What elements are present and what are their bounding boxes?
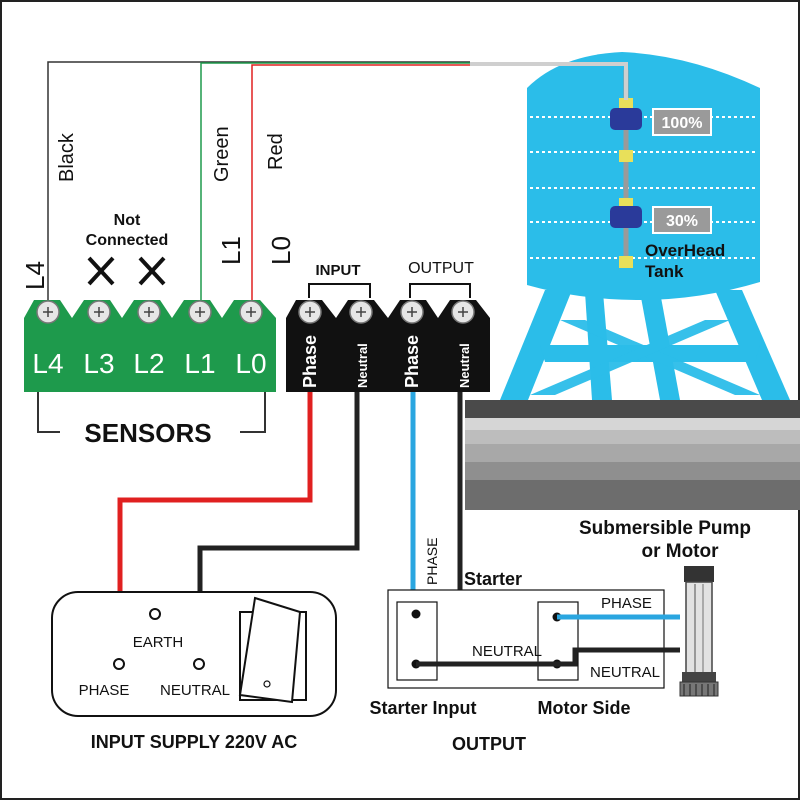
motor-neutral-label: NEUTRAL bbox=[590, 664, 660, 681]
ground-strip bbox=[465, 400, 800, 510]
green-terminal-label: L1 bbox=[184, 348, 215, 379]
phase-wire-red bbox=[117, 392, 313, 660]
green-terminal-block: L4 L3 L2 L1 L0 bbox=[24, 300, 276, 392]
black-wire-label: Black bbox=[56, 132, 78, 182]
motor-side-caption: Motor Side bbox=[538, 698, 631, 718]
starter-input-caption: Starter Input bbox=[369, 698, 476, 718]
pump-label-line2: or Motor bbox=[641, 541, 719, 562]
sensor-l4-label: L4 bbox=[20, 261, 50, 290]
green-terminal-screw-icon bbox=[36, 300, 60, 324]
black-terminal-screw-icon bbox=[451, 300, 475, 324]
sensor-l0-label: L0 bbox=[266, 236, 296, 265]
black-terminal-screw-icon bbox=[400, 300, 424, 324]
submersible-pump-icon bbox=[679, 566, 719, 697]
level-badge-100 bbox=[652, 108, 712, 136]
green-terminal-screw-icon bbox=[137, 300, 161, 324]
green-terminal-screw-icon bbox=[87, 300, 111, 324]
earth-label: EARTH bbox=[133, 634, 184, 651]
not-connected-line1: Not bbox=[114, 212, 141, 229]
bundle-to-tank bbox=[470, 62, 628, 100]
overhead-tank: 100% 30% OverHead Tank bbox=[500, 52, 790, 400]
red-wire-label: Red bbox=[265, 133, 287, 170]
input-label: INPUT bbox=[316, 262, 361, 279]
float-sensor-low bbox=[610, 206, 642, 228]
not-connected-cross-icons bbox=[87, 256, 166, 286]
tank-name-line1: OverHead bbox=[645, 241, 725, 260]
level-30-label: 30% bbox=[666, 213, 698, 230]
pump-label-line1: Submersible Pump bbox=[579, 518, 751, 539]
black-terminal-block: Phase Neutral Phase Neutral bbox=[286, 300, 490, 392]
sensors-bracket-right bbox=[240, 392, 266, 433]
output-label: OUTPUT bbox=[408, 260, 474, 277]
black-terminal-label: Phase bbox=[402, 335, 422, 388]
black-terminal-label: Phase bbox=[300, 335, 320, 388]
float-sensor-high bbox=[610, 108, 642, 130]
green-wire bbox=[200, 62, 470, 300]
input-supply-box: EARTH PHASE NEUTRAL bbox=[51, 591, 337, 717]
sensors-bracket-left bbox=[37, 392, 60, 433]
green-terminal-label: L4 bbox=[32, 348, 63, 379]
earth-socket bbox=[149, 608, 161, 620]
level-badge-30 bbox=[652, 206, 712, 234]
tank-name-line2: Tank bbox=[645, 262, 684, 281]
green-terminal-label: L0 bbox=[235, 348, 266, 379]
not-connected-line2: Connected bbox=[86, 232, 169, 249]
sensor-wires bbox=[47, 61, 628, 300]
sensors-label: SENSORS bbox=[84, 418, 211, 448]
starter-box bbox=[387, 589, 680, 689]
starter-neutral-label: NEUTRAL bbox=[472, 643, 542, 660]
neutral-socket-label: NEUTRAL bbox=[160, 682, 230, 699]
phase-socket-label: PHASE bbox=[79, 682, 130, 699]
power-switch[interactable] bbox=[238, 596, 307, 704]
neutral-socket bbox=[193, 658, 205, 670]
black-wire bbox=[47, 61, 470, 300]
green-terminal-screw-icon bbox=[239, 300, 263, 324]
red-wire bbox=[251, 64, 470, 300]
black-terminal-label: Neutral bbox=[355, 343, 370, 388]
sensor-l1-label: L1 bbox=[216, 236, 246, 265]
motor-phase-label: PHASE bbox=[601, 595, 652, 612]
green-wire-label: Green bbox=[211, 126, 233, 182]
black-terminal-label: Neutral bbox=[457, 343, 472, 388]
green-terminal-label: L3 bbox=[83, 348, 114, 379]
phase-socket bbox=[113, 658, 125, 670]
green-terminal-screw-icon bbox=[188, 300, 212, 324]
starter-phase-wire-label: PHASE bbox=[424, 538, 440, 585]
level-100-label: 100% bbox=[662, 115, 703, 132]
supply-caption: INPUT SUPPLY 220V AC bbox=[91, 732, 297, 752]
tank-level-lines bbox=[530, 116, 758, 259]
io-brackets bbox=[308, 283, 471, 298]
black-terminal-screw-icon bbox=[298, 300, 322, 324]
starter-output-caption: OUTPUT bbox=[452, 734, 526, 754]
green-terminal-label: L2 bbox=[133, 348, 164, 379]
black-terminal-screw-icon bbox=[349, 300, 373, 324]
starter-title: Starter bbox=[464, 569, 522, 589]
